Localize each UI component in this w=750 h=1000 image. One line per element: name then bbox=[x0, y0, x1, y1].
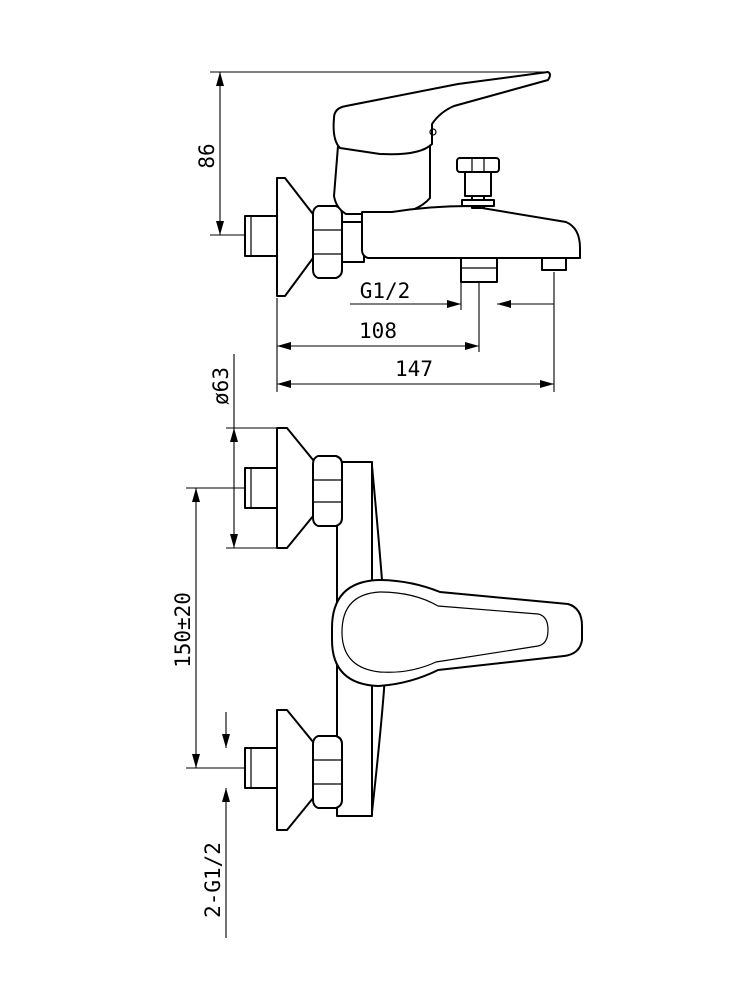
side-connector bbox=[341, 221, 365, 263]
side-escutcheon bbox=[276, 177, 317, 297]
dim-150: 150±20 bbox=[171, 592, 195, 668]
front-view bbox=[244, 427, 583, 831]
side-handle-lever bbox=[332, 71, 551, 156]
dim-86: 86 bbox=[195, 143, 219, 168]
dimensions: 86 G1/2 108 147 ø63 150± bbox=[171, 71, 555, 938]
side-diverter-knob bbox=[456, 157, 500, 173]
side-spout-outlet bbox=[541, 257, 567, 271]
side-view bbox=[244, 71, 581, 297]
side-spout bbox=[361, 205, 581, 259]
side-valve-body bbox=[333, 145, 431, 215]
front-lower-escutcheon bbox=[276, 709, 319, 831]
front-upper-nipple bbox=[244, 467, 278, 509]
side-hex-nut bbox=[312, 205, 343, 279]
dim-dia-63: ø63 bbox=[209, 367, 233, 405]
side-bottom-outlet bbox=[460, 257, 498, 283]
front-upper-hex-nut bbox=[312, 455, 343, 527]
front-handle bbox=[331, 579, 583, 687]
front-lower-nipple bbox=[244, 747, 278, 789]
dim-108: 108 bbox=[359, 319, 397, 343]
side-inlet-nipple bbox=[244, 215, 278, 257]
front-lower-hex-nut bbox=[312, 735, 343, 809]
dim-147: 147 bbox=[395, 357, 433, 381]
dim-g12-outlet: G1/2 bbox=[360, 279, 411, 303]
front-upper-escutcheon bbox=[276, 427, 319, 549]
dim-inlet-thread: 2-G1/2 bbox=[201, 842, 225, 918]
